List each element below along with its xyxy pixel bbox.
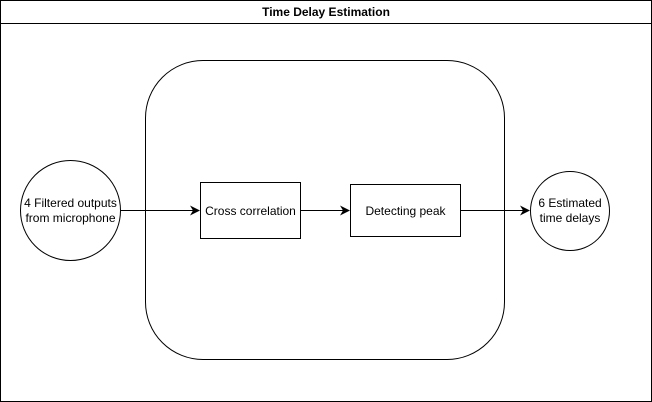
cross-correlation-node: Cross correlation bbox=[200, 182, 301, 239]
output-node-line-1: 6 Estimated bbox=[538, 196, 602, 210]
input-node-line-1: 4 Filtered outputs bbox=[24, 195, 117, 210]
input-node-filtered-outputs: 4 Filtered outputs from microphone bbox=[20, 160, 121, 261]
output-node-line-2: time delays bbox=[539, 211, 601, 225]
detecting-peak-node: Detecting peak bbox=[350, 184, 461, 237]
input-node-line-2: from microphone bbox=[25, 210, 116, 225]
output-node-estimated-delays: 6 Estimated time delays bbox=[530, 171, 610, 251]
diagram-title: Time Delay Estimation bbox=[1, 1, 651, 24]
